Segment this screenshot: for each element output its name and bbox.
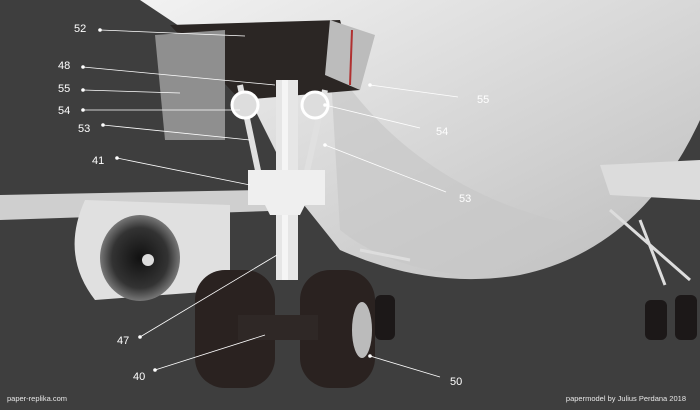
callout-53-left: 53 [78,123,90,135]
gear-door-right [325,20,375,90]
nose-wheel-left [195,270,275,388]
callout-54-left: 54 [58,105,70,117]
callout-55-right: 55 [477,94,489,106]
site-credit: paper-replika.com [7,394,68,403]
callout-52: 52 [74,23,86,35]
callout-50: 50 [450,376,462,388]
axle [238,315,318,340]
callout-40: 40 [133,371,145,383]
author-credit: papermodel by Julius Perdana 2018 [565,394,686,403]
leader-lines [81,28,459,378]
fuselage-lower [330,60,640,275]
engine-fan [100,215,180,301]
callout-55-left: 55 [58,83,70,95]
callout-47: 47 [117,335,129,347]
callout-53-right: 53 [459,193,471,205]
strut-bracket [248,170,325,215]
callout-54-right: 54 [436,126,448,138]
nose-wheel-right [300,270,375,388]
callout-41: 41 [92,155,104,167]
callout-48: 48 [58,60,70,72]
wing-right [600,160,700,200]
gear-door-left [155,30,225,140]
